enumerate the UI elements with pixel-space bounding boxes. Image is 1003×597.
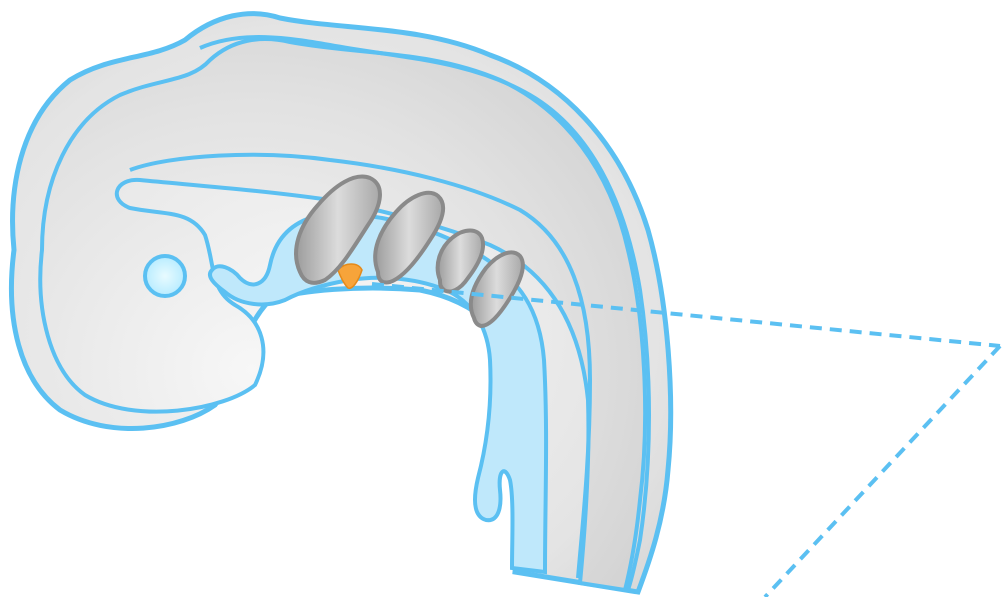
optic-vesicle: [145, 256, 185, 296]
callout-lines: [372, 284, 1000, 597]
callout-line-bottom: [765, 346, 1000, 597]
